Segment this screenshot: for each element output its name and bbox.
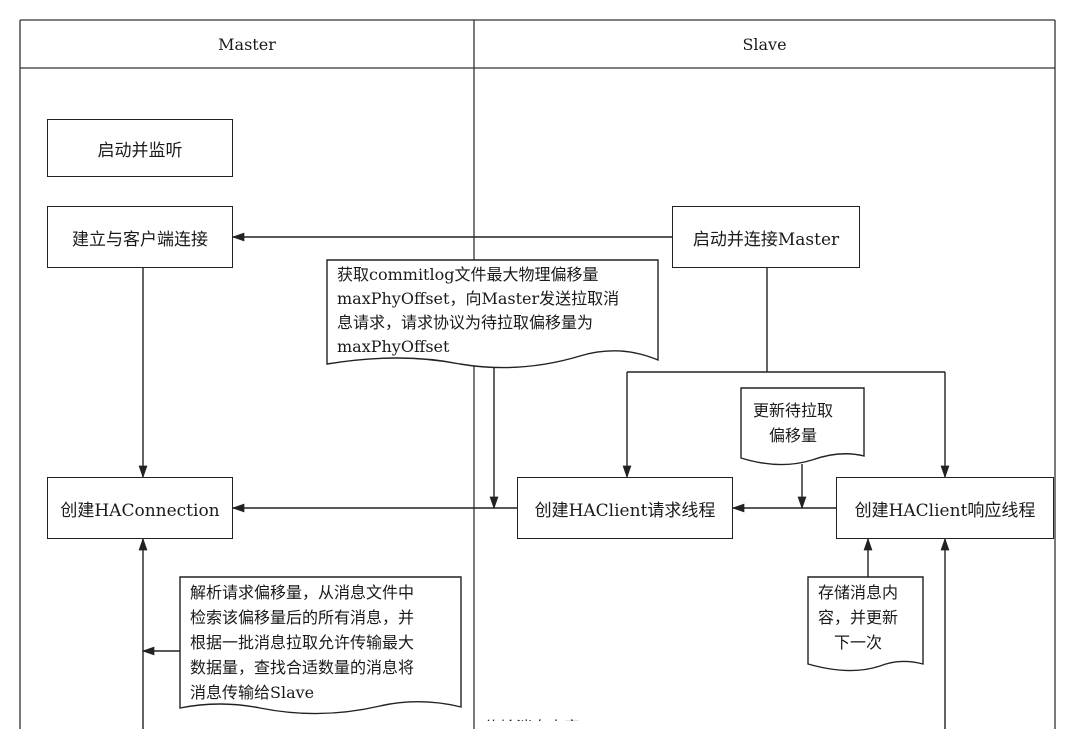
note-line: 息请求，请求协议为待拉取偏移量为	[337, 313, 594, 332]
box-create-haclient-request: 创建HAClient请求线程	[517, 477, 733, 539]
note-update-offset: 更新待拉取 偏移量	[753, 398, 833, 448]
note-line: 偏移量	[769, 426, 818, 445]
note-shape-update-offset	[740, 387, 865, 466]
note-parse-request: 解析请求偏移量，从消息文件中 检索该偏移量后的所有消息，并 根据一批消息拉取允许…	[190, 580, 414, 705]
swimlane-frame	[19, 19, 1056, 729]
note-line: maxPhyOffset	[337, 337, 450, 356]
note-shape-parse-request	[179, 576, 462, 715]
note-line: 消息传输给Slave	[190, 683, 315, 702]
lane-header-slave: Slave	[742, 34, 787, 54]
note-line: maxPhyOffset，向Master发送拉取消	[337, 289, 620, 308]
lane-header-master: Master	[218, 34, 276, 54]
note-line: 根据一批消息拉取允许传输最大	[190, 633, 415, 652]
box-establish-connection: 建立与客户端连接	[47, 206, 233, 268]
box-create-haconnection: 创建HAConnection	[47, 477, 233, 539]
note-shape-get-offset	[326, 259, 659, 369]
box-create-haclient-response: 创建HAClient响应线程	[836, 477, 1054, 539]
note-line: 下一次	[834, 633, 883, 652]
note-line: 更新待拉取	[753, 401, 834, 420]
note-get-offset: 获取commitlog文件最大物理偏移量 maxPhyOffset，向Maste…	[337, 263, 619, 359]
note-store-message: 存储消息内 容，并更新 下一次	[818, 580, 898, 655]
bottom-label-truncated: 传输消息内容	[484, 718, 581, 729]
box-start-connect-master: 启动并连接Master	[672, 206, 860, 268]
note-shape-store-message	[807, 576, 924, 672]
note-line: 获取commitlog文件最大物理偏移量	[337, 265, 599, 284]
box-start-listen: 启动并监听	[47, 119, 233, 177]
note-line: 数据量，查找合适数量的消息将	[190, 658, 415, 677]
note-line: 检索该偏移量后的所有消息，并	[190, 608, 415, 627]
note-line: 容，并更新	[818, 608, 899, 627]
note-line: 存储消息内	[818, 583, 899, 602]
note-line: 解析请求偏移量，从消息文件中	[190, 583, 415, 602]
